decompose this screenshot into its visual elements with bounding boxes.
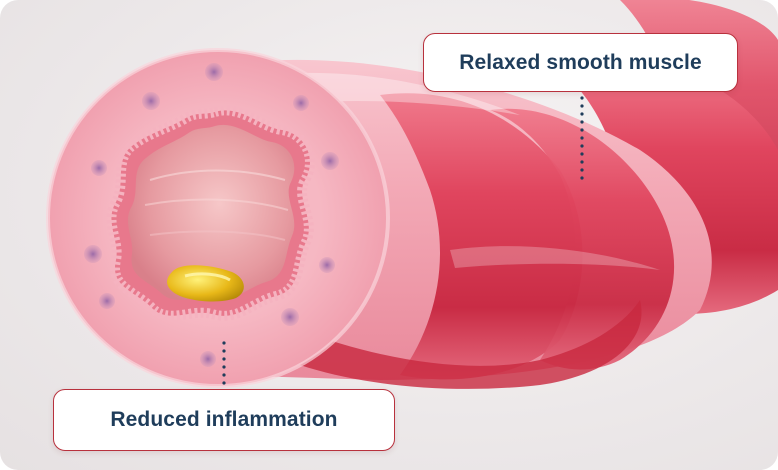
airway-cross-section: [46, 48, 390, 388]
callout-reduced-inflammation: Reduced inflammation: [53, 389, 395, 451]
callout-relaxed-smooth-muscle: Relaxed smooth muscle: [423, 33, 738, 92]
leader-line-top: [580, 96, 584, 180]
mucus-deposit: [167, 265, 244, 302]
leader-line-bottom: [222, 341, 226, 385]
callout-label: Reduced inflammation: [110, 408, 338, 431]
inflammatory-cells: [84, 63, 339, 367]
callout-label: Relaxed smooth muscle: [459, 50, 702, 74]
